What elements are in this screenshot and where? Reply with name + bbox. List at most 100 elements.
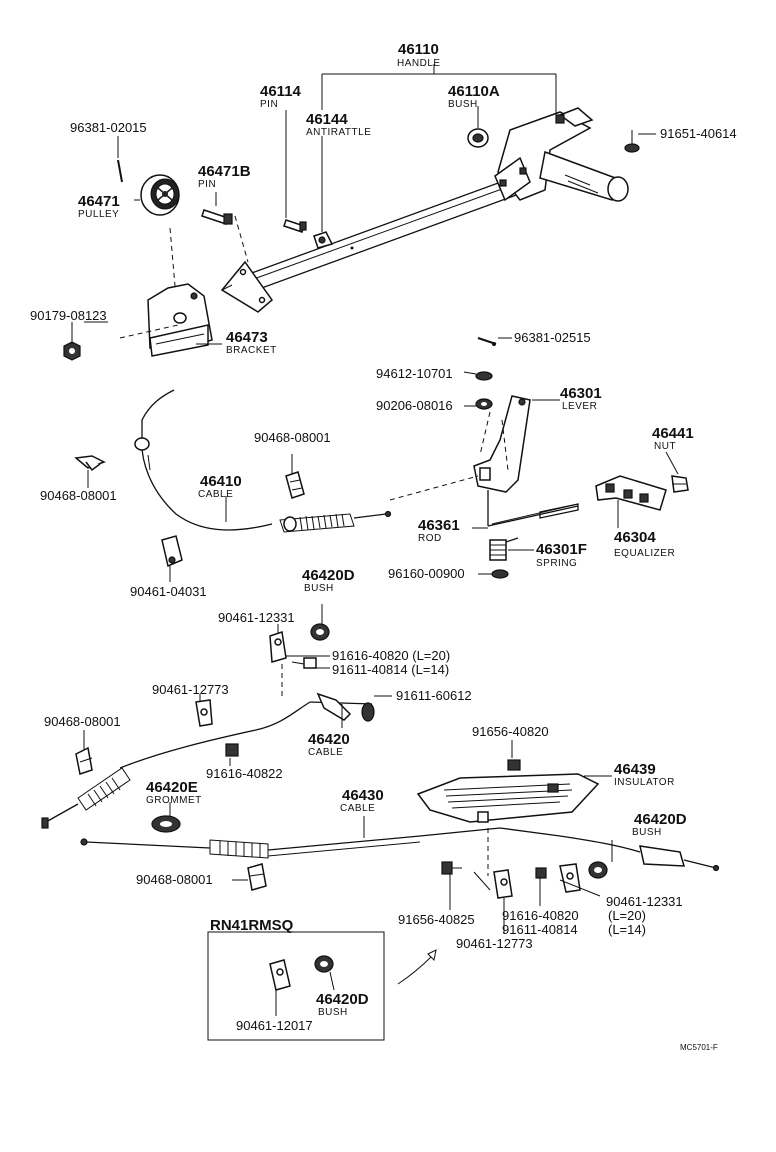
label-lever-nm: LEVER	[562, 401, 597, 412]
label-clamp-90461-12331b: 90461-12331	[606, 894, 683, 909]
label-variant-title: RN41RMSQ	[210, 917, 294, 934]
label-grommet-nm: GROMMET	[146, 795, 202, 806]
label-clip-90206: 90206-08016	[376, 398, 453, 413]
label-bolt-91656-40820: 91656-40820	[472, 724, 549, 739]
label-clamp-90461-12773a: 90461-12773	[152, 682, 229, 697]
clamp-90461-12331-a-drawing	[269, 631, 287, 663]
grommet-drawing	[151, 815, 181, 833]
label-nut-90179: 90179-08123	[30, 308, 107, 323]
clamp-90461-12773-b-drawing	[493, 869, 513, 899]
label-lever-pn: 46301	[560, 385, 602, 402]
cotter-pin-96381-02015-drawing	[117, 159, 123, 183]
label-bolt-91651: 91651-40614	[660, 126, 737, 141]
washer-96160-drawing	[491, 569, 509, 579]
label-cable-46410-nm: CABLE	[198, 489, 233, 500]
label-bracket-nm: BRACKET	[226, 345, 277, 356]
clamp-90461-12331-b-drawing	[559, 863, 581, 893]
label-pin-nm: PIN	[260, 99, 278, 110]
label-insulator-pn: 46439	[614, 761, 656, 778]
label-nut-46441-nm: NUT	[654, 441, 676, 452]
label-clamp-90461-12017: 90461-12017	[236, 1018, 313, 1033]
label-pin-b-pn: 46471B	[198, 163, 251, 180]
label-cable-46410-pn: 46410	[200, 473, 242, 490]
label-grommet-pn: 46420E	[146, 779, 198, 796]
label-equalizer-nm: EQUALIZER	[614, 548, 675, 559]
clamp-90461-12773-a-drawing	[195, 699, 213, 727]
leader-lines	[71, 64, 679, 1016]
cable-46430-drawing	[80, 827, 720, 876]
label-bush-d2-nm: BUSH	[632, 827, 662, 838]
label-pulley-nm: PULLEY	[78, 209, 119, 220]
bush-46420d-1-drawing	[310, 623, 330, 641]
label-clamp-90461-12773b: 90461-12773	[456, 936, 533, 951]
label-insulator-nm: INSULATOR	[614, 777, 675, 788]
nut-90179-drawing	[63, 341, 81, 361]
label-clip-90468d: 90468-08001	[136, 872, 213, 887]
bolt-91616-91611-b-drawing	[535, 867, 547, 879]
bolt-91616-91611-a-drawing	[291, 657, 317, 669]
label-cotter-96381b: 96381-02515	[514, 330, 591, 345]
label-rod-pn: 46361	[418, 517, 460, 534]
label-clamp-90461-12331a: 90461-12331	[218, 610, 295, 625]
label-bracket-pn: 46473	[226, 329, 268, 346]
bolt-91656-40825-drawing	[441, 861, 462, 875]
label-figure-code: MC5701-F	[680, 1043, 718, 1052]
label-spring-nm: SPRING	[536, 558, 577, 569]
label-pulley-pn: 46471	[78, 193, 120, 210]
label-bolt-91616-40820b: 91616-40820	[502, 908, 579, 923]
equalizer-drawing	[595, 475, 667, 511]
bolt-91656-40820-drawing	[507, 759, 521, 771]
bolt-91616-40822-drawing	[225, 743, 239, 757]
pin-46471b-drawing	[201, 209, 233, 225]
bush-46420d-2-drawing	[588, 861, 608, 879]
label-bush-d2-pn: 46420D	[634, 811, 687, 828]
washer-94612-drawing	[475, 371, 493, 381]
lever-drawing	[473, 395, 531, 493]
label-bush-d1-nm: BUSH	[304, 583, 334, 594]
variant-box	[207, 931, 385, 1041]
label-antirattle-pn: 46144	[306, 111, 348, 128]
label-handle-pn: 46110	[398, 41, 439, 58]
clip-90468-d-drawing	[247, 863, 267, 891]
label-bolt-91616-40820a: 91616-40820 (L=20)	[332, 648, 450, 663]
label-bolt-91611-60612: 91611-60612	[396, 688, 472, 703]
label-cotter-96381a: 96381-02015	[70, 120, 147, 135]
label-clamp-90461-04031: 90461-04031	[130, 584, 207, 599]
clamp-90461-04031-drawing	[161, 535, 183, 568]
cable-46410-drawing	[134, 389, 479, 533]
antirattle-drawing	[313, 231, 334, 249]
clip-90468-b-drawing	[285, 471, 305, 499]
nut-46441-drawing	[671, 475, 689, 493]
rod-drawing	[487, 490, 579, 527]
callout-labels: 46110 HANDLE 46114 PIN 46144 ANTIRATTLE …	[30, 41, 737, 1052]
spring-drawing	[489, 537, 519, 561]
arrow-icon	[397, 949, 437, 985]
bush-46110a-drawing	[467, 128, 489, 148]
label-bolt-91616-40820b-l: (L=20)	[608, 908, 646, 923]
label-bush-a-nm: BUSH	[448, 99, 478, 110]
label-handle-nm: HANDLE	[397, 58, 441, 69]
cotter-pin-96381-02515-drawing	[477, 337, 497, 346]
label-spring-pn: 46301F	[536, 541, 587, 558]
bracket-drawing	[147, 283, 213, 357]
label-bolt-91611-40814b-l: (L=14)	[608, 922, 646, 937]
pulley-drawing	[140, 174, 180, 216]
label-nut-46441-pn: 46441	[652, 425, 694, 442]
bolt-91651-drawing	[624, 130, 640, 153]
label-bush-a-pn: 46110A	[448, 83, 500, 100]
label-equalizer-pn: 46304	[614, 529, 656, 546]
clip-90468-a-drawing	[74, 455, 106, 472]
label-cable-46420-nm: CABLE	[308, 747, 343, 758]
label-cable-46430-pn: 46430	[342, 787, 384, 804]
label-pin-pn: 46114	[260, 83, 302, 100]
label-bolt-91656-40825: 91656-40825	[398, 912, 475, 927]
label-washer-94612: 94612-10701	[376, 366, 453, 381]
handle-lever-drawing	[220, 107, 629, 313]
clip-90206-drawing	[475, 398, 493, 410]
label-bolt-91611-40814a: 91611-40814 (L=14)	[332, 662, 449, 677]
cable-46420-drawing	[41, 692, 375, 829]
insulator-drawing	[416, 773, 600, 823]
label-pin-b-nm: PIN	[198, 179, 216, 190]
